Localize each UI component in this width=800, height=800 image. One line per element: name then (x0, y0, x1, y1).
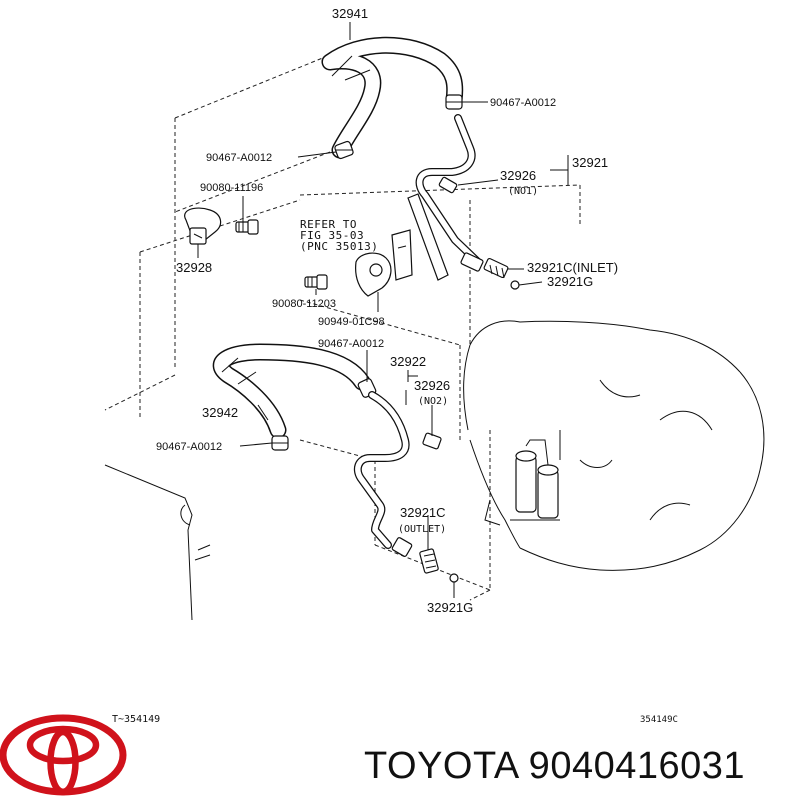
clamp-lower-part (271, 435, 289, 451)
upper-hose (321, 36, 464, 159)
union-inlet-part (460, 252, 509, 279)
callout-tube-assy: 32921 (572, 155, 608, 170)
callout-gasket-outlet: 32921G (427, 600, 473, 615)
transmission-outline (463, 320, 765, 571)
gasket-outlet-part (449, 573, 459, 583)
callout-clamp-upper-right: 90467-A0012 (490, 97, 556, 109)
callout-hose-upper: 32941 (332, 6, 368, 21)
callout-clip: 90949-01C98 (318, 316, 385, 328)
upper-bracket (391, 193, 449, 281)
callout-bolt-upper: 90080-11196 (200, 182, 263, 194)
toyota-logo-icon (0, 714, 127, 796)
figure-code-right: 354149C (640, 715, 678, 725)
figure-code-left: T~354149 (112, 714, 160, 725)
callout-hose-lower: 32942 (202, 405, 238, 420)
union-outlet-part (391, 537, 439, 574)
callout-clamp-mid: 90467-A0012 (318, 338, 384, 350)
leader-lines (197, 22, 569, 598)
callout-tube-no2-note: (NO2) (418, 396, 448, 407)
callout-union-inlet: 32921C(INLET) (527, 260, 618, 275)
callout-tube-no1-note: (NO1) (508, 186, 538, 197)
refer-line-1: REFER TO (300, 218, 357, 231)
callout-tube-no1: 32926 (500, 168, 536, 183)
callout-clamp-lower: 90467-A0012 (156, 441, 222, 453)
callout-union-outlet-note: (OUTLET) (398, 524, 446, 535)
clip-part (355, 252, 392, 297)
radiator-outline (104, 464, 211, 621)
refer-line-2: FIG 35-03 (300, 229, 364, 242)
callout-gasket-inlet: 32921G (547, 274, 593, 289)
callout-bracket-left: 32928 (176, 260, 212, 275)
clamp-upper-left-part (334, 140, 354, 160)
callout-tube-assy-2: 32922 (390, 354, 426, 369)
lower-hose (212, 343, 371, 439)
clamp-upper-right-part (445, 94, 463, 110)
bolt-upper-part (235, 219, 259, 235)
gasket-inlet-part (510, 280, 520, 290)
callout-tube-no2: 32926 (414, 378, 450, 393)
callout-union-outlet: 32921C (400, 505, 446, 520)
tube-no2 (353, 391, 442, 549)
bolt-lower-part (304, 274, 328, 290)
brand-caption: TOYOTA 9040416031 (364, 745, 745, 787)
callout-bolt-lower: 90080-11203 (272, 298, 336, 310)
left-bracket (184, 207, 222, 245)
refer-line-3: (PNC 35013) (300, 240, 378, 253)
callout-clamp-upper-left: 90467-A0012 (206, 152, 272, 164)
tube-no1 (415, 114, 482, 266)
